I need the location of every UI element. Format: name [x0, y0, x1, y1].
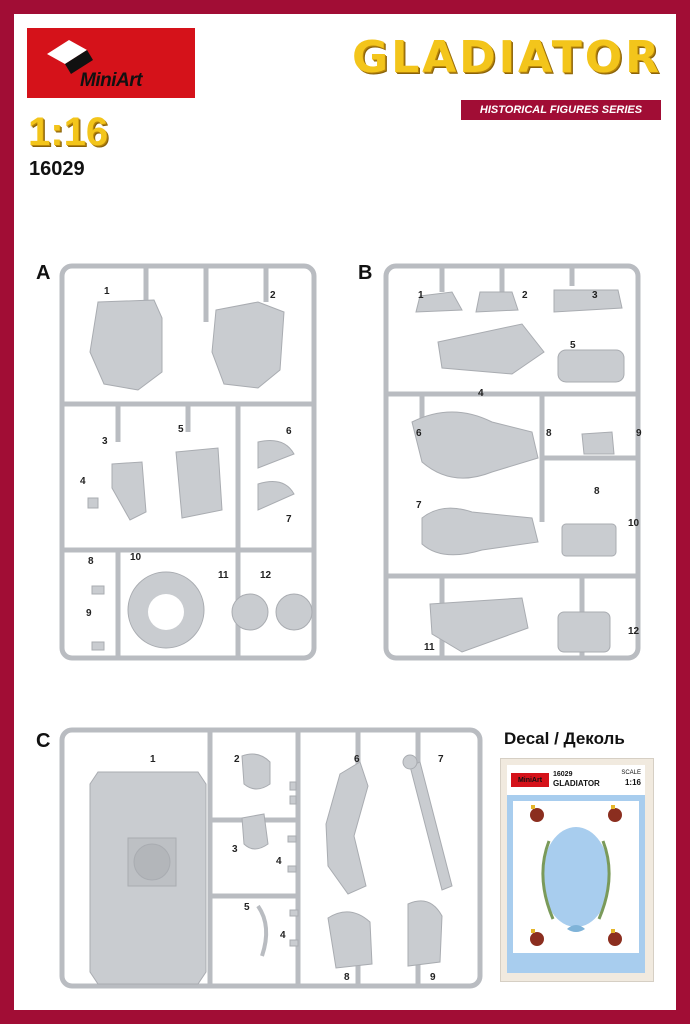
- logo-flag-icon: [47, 40, 93, 74]
- part-number: 5: [178, 424, 184, 435]
- decal-sheet: MiniArt 16029 GLADIATOR SCALE 1:16: [500, 758, 654, 982]
- part-number: 2: [270, 290, 276, 301]
- rooster-icon: [530, 808, 622, 946]
- part-number: 4: [276, 856, 282, 867]
- decal-scale: 1:16: [624, 778, 641, 787]
- part-number: 7: [438, 754, 444, 765]
- decal-name: GLADIATOR: [553, 779, 600, 788]
- part-number: 8: [546, 428, 552, 439]
- decal-print-area: [513, 801, 639, 953]
- part-number: 10: [130, 552, 142, 563]
- decal-logo: MiniArt: [511, 773, 549, 787]
- part-number: 9: [636, 428, 642, 439]
- part-number: 9: [430, 972, 436, 983]
- logo-text: MiniArt: [80, 70, 142, 91]
- decal-field: MiniArt 16029 GLADIATOR SCALE 1:16: [507, 765, 645, 973]
- part-number: 1: [150, 754, 156, 765]
- part-number: 7: [286, 514, 292, 525]
- kit-code: 16029: [29, 158, 85, 180]
- part-number: 6: [416, 428, 422, 439]
- part-number: 6: [286, 426, 292, 437]
- decal-scale-label: SCALE: [621, 770, 641, 776]
- part-number: 3: [102, 436, 108, 447]
- sprue-c: [59, 727, 483, 989]
- part-number: 9: [86, 608, 92, 619]
- part-number: 3: [592, 290, 598, 301]
- part-number: 4: [80, 476, 86, 487]
- sprue-a-letter: A: [36, 262, 51, 284]
- part-number: 11: [424, 642, 435, 653]
- decal-header: MiniArt 16029 GLADIATOR SCALE 1:16: [507, 765, 645, 795]
- decal-title: Decal / Деколь: [504, 729, 625, 748]
- part-number: 2: [234, 754, 240, 765]
- sprue-b: [383, 263, 641, 661]
- part-number: 2: [522, 290, 528, 301]
- instruction-sheet: MiniArt GLADIATOR HISTORICAL FIGURES SER…: [14, 14, 676, 1010]
- series-banner: HISTORICAL FIGURES SERIES: [461, 100, 661, 120]
- part-number: 8: [88, 556, 94, 567]
- decal-artwork: [530, 805, 622, 946]
- kit-title: GLADIATOR: [351, 32, 662, 83]
- part-number: 8: [344, 972, 350, 983]
- part-number: 12: [260, 570, 272, 581]
- decal-code: 16029: [553, 771, 573, 778]
- part-number: 11: [218, 570, 229, 581]
- miniart-logo: MiniArt: [27, 28, 195, 98]
- part-number: 5: [570, 340, 576, 351]
- part-number: 5: [244, 902, 250, 913]
- kit-scale: 1:16: [28, 110, 109, 154]
- part-number: 7: [416, 500, 422, 511]
- part-number: 1: [104, 286, 110, 297]
- part-number: 8: [594, 486, 600, 497]
- part-number: 4: [280, 930, 286, 941]
- part-number: 6: [354, 754, 360, 765]
- sprue-b-letter: B: [358, 262, 373, 284]
- part-number: 4: [478, 388, 484, 399]
- sprue-a: [59, 263, 317, 661]
- part-number: 3: [232, 844, 238, 855]
- sprue-c-letter: C: [36, 730, 51, 752]
- part-number: 1: [418, 290, 424, 301]
- part-number: 12: [628, 626, 640, 637]
- part-number: 10: [628, 518, 640, 529]
